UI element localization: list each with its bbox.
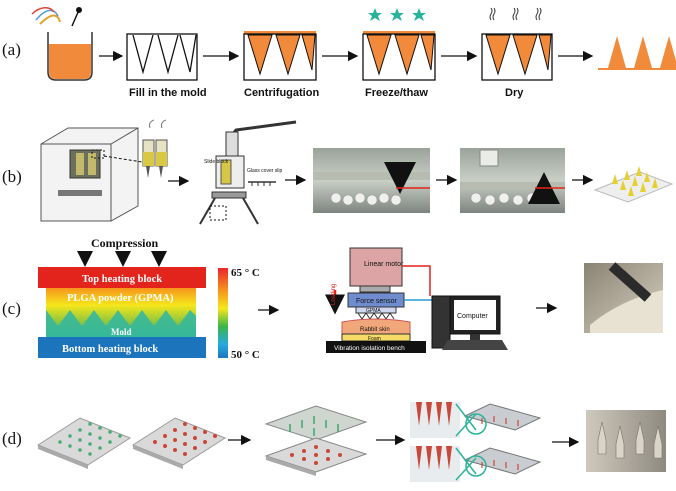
bottom-heating-block — [38, 337, 206, 358]
mechanical-test-setup: Linear motor Loading Force sensor GPMA R… — [325, 247, 437, 353]
microneedle-photo — [586, 410, 666, 472]
top-heating-block-label: Top heating block — [82, 274, 162, 285]
glass-cover-slip-label: Glass cover slip — [247, 168, 283, 174]
mold-filled — [243, 31, 317, 81]
row-b: Slide block Glass cover slip — [40, 119, 674, 225]
syringe-icon — [142, 119, 168, 178]
force-sensor-label: Force sensor — [356, 298, 398, 305]
caption-dry: Dry — [505, 87, 524, 99]
mold-dry — [481, 7, 553, 81]
foam-label: Foam — [368, 336, 381, 342]
press-apparatus: Slide block Glass cover slip — [199, 120, 297, 225]
vibration-bench — [326, 341, 426, 353]
caption-centrifugation: Centrifugation — [244, 87, 319, 99]
temp-low-label: 50 ° C — [231, 349, 260, 361]
skin-insertion-photo — [584, 262, 663, 333]
needle-patch — [593, 166, 674, 203]
linear-motor — [349, 247, 403, 287]
panel-label-b: (b) — [2, 167, 22, 186]
row-a: Fill in the mold Centrifugation Freeze/t… — [31, 7, 676, 99]
caption-fill: Fill in the mold — [129, 87, 207, 99]
row-c: Compression Top heating block PLGA powde… — [38, 236, 663, 361]
rabbit-skin-label: Rabbit skin — [360, 327, 390, 333]
bottom-heating-block-label: Bottom heating block — [62, 344, 158, 355]
casting-photo-1 — [313, 148, 430, 213]
red-needle-patch — [131, 417, 227, 469]
beaker-icon — [31, 7, 93, 81]
snowflake-icon — [368, 8, 426, 21]
compression-label: Compression — [91, 236, 158, 250]
temperature-scale — [218, 268, 228, 358]
steam-icon — [489, 7, 542, 21]
stacked-patches — [264, 405, 368, 476]
mold-empty — [126, 33, 198, 81]
loading-label: Loading — [331, 284, 337, 305]
slide-block-label: Slide block — [204, 159, 229, 165]
panel-label-a: (a) — [2, 40, 21, 59]
panel-label-d: (d) — [2, 429, 22, 448]
casting-photo-2 — [460, 148, 565, 213]
mold-freeze — [362, 8, 436, 81]
compression-arrows — [77, 251, 167, 267]
green-needle-patch — [36, 417, 132, 469]
insertion-detail-panels — [410, 402, 542, 482]
temp-high-label: 65 ° C — [231, 267, 260, 279]
panel-label-c: (c) — [2, 299, 21, 318]
plga-label: PLGA powder (GPMA) — [67, 293, 174, 304]
linear-motor-label: Linear motor — [364, 261, 404, 268]
top-heating-block — [38, 267, 206, 288]
vibration-bench-label: Vibration isolation bench — [334, 345, 405, 352]
gpma-label: GPMA — [366, 308, 381, 314]
computer-icon: Computer — [431, 295, 508, 350]
caption-freeze: Freeze/thaw — [365, 87, 428, 99]
mold-label: Mold — [111, 327, 132, 337]
printer-cube — [40, 127, 139, 222]
row-d — [36, 402, 666, 482]
microneedle-array — [598, 36, 676, 70]
computer-label: Computer — [457, 313, 488, 320]
